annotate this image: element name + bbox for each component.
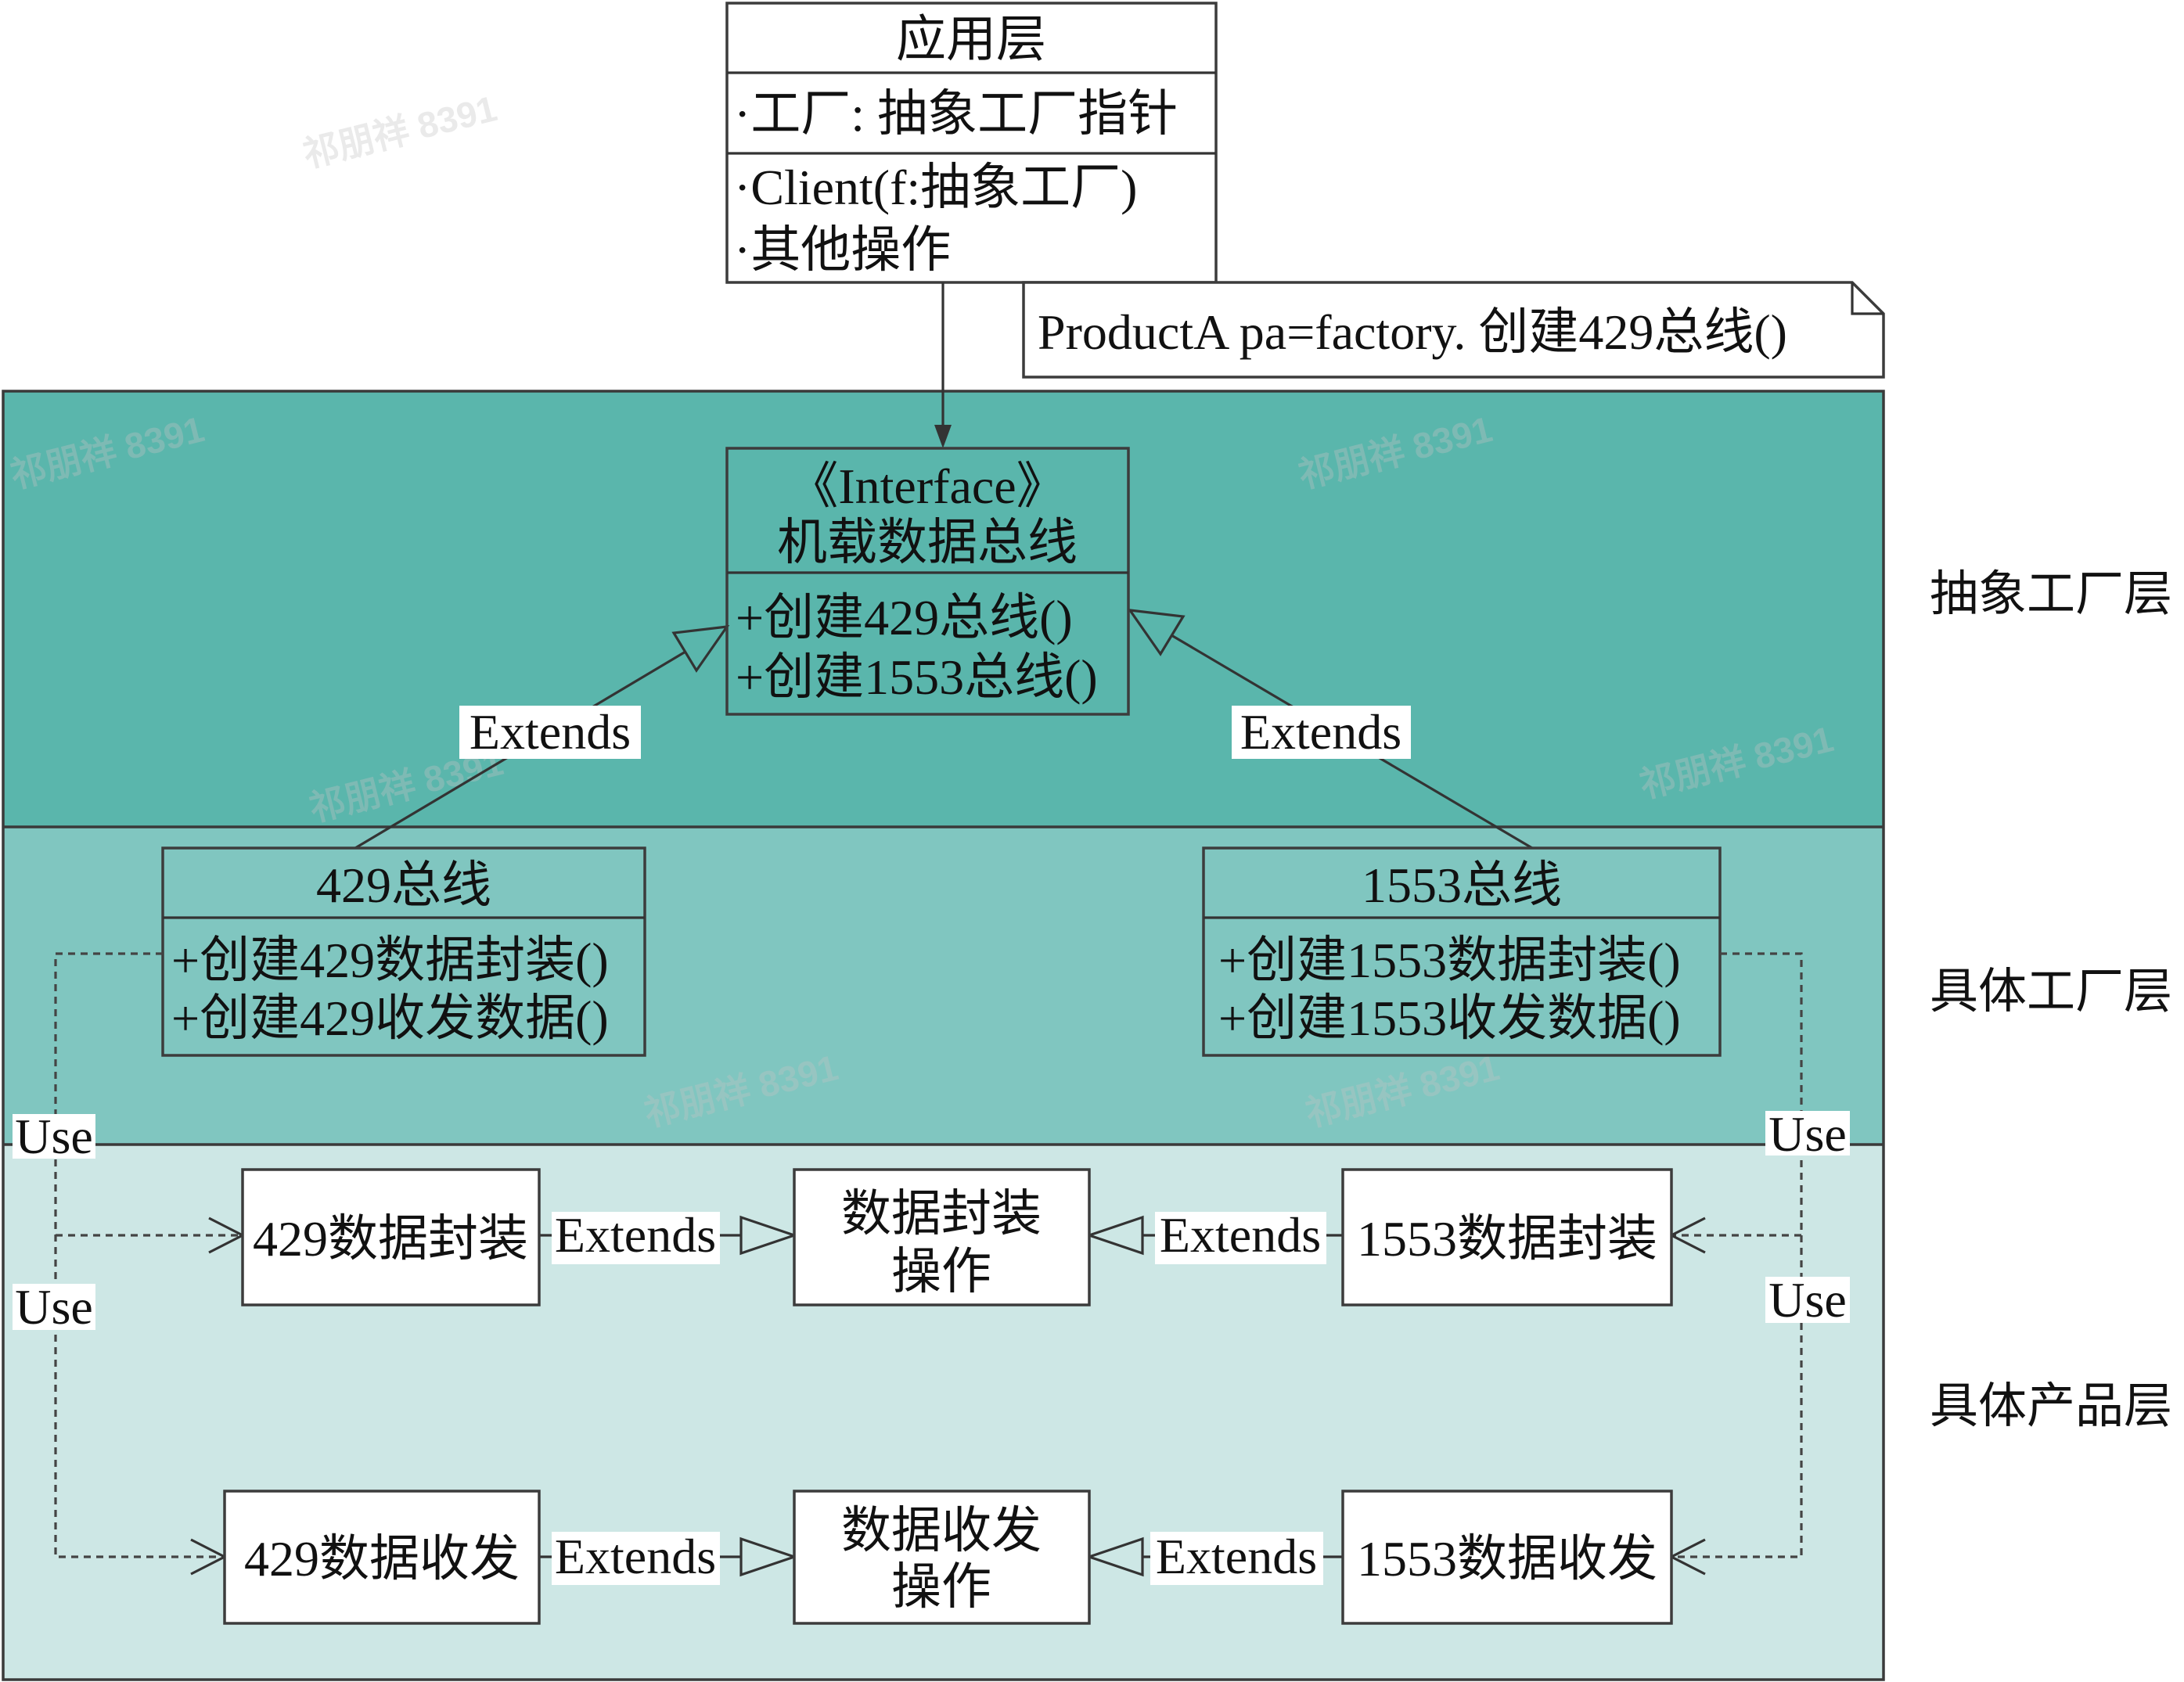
edge-label-extends: Extends — [1160, 1207, 1321, 1263]
layer-labels: 抽象工厂层 具体工厂层 具体产品层 — [1930, 568, 2172, 1433]
edge-label-extends: Extends — [1156, 1529, 1317, 1584]
edge-label-background — [1232, 706, 1411, 759]
product-row-transceiving: 429数据收发 数据收发 操作 1553数据收发 — [223, 1490, 1673, 1625]
edge-label-background — [1155, 1212, 1326, 1264]
edge-label-extends: Extends — [555, 1207, 716, 1263]
product-name: 1553数据收发 — [1357, 1531, 1657, 1587]
factory-box — [1202, 846, 1722, 1057]
hollow-triangle-icon — [671, 624, 730, 673]
abstract-factory-interface: 《Interface》 机载数据总线 +创建429总线() +创建1553总线(… — [725, 447, 1130, 716]
abstract-product-box — [793, 1168, 1091, 1306]
factory-box — [161, 846, 646, 1057]
note-box — [1022, 281, 1885, 379]
class-operation: +创建429收发数据() — [171, 990, 609, 1046]
dependency-arrow — [934, 282, 952, 448]
edge-label-use: Use — [1768, 1272, 1847, 1328]
edge-label-use: Use — [1768, 1106, 1847, 1162]
edge-label-use: Use — [15, 1109, 93, 1164]
concrete-factory-429: 429总线 +创建429数据封装() +创建429收发数据() — [161, 846, 646, 1057]
class-operation: +创建1553收发数据() — [1218, 990, 1681, 1046]
use-line-right — [1671, 952, 1803, 1558]
abstract-factory-layer-band — [3, 391, 1884, 827]
product-box-429 — [223, 1490, 541, 1625]
class-operation: ·其他操作 — [734, 222, 951, 278]
application-layer-class: 应用层 ·工厂: 抽象工厂指针 ·Client(f:抽象工厂) ·其他操作 — [725, 2, 1218, 284]
abstract-product-name: 操作 — [891, 1559, 991, 1615]
product-box-1553 — [1341, 1168, 1673, 1306]
watermark-text: 祁朋祥 8391 — [299, 88, 501, 175]
abstract-product-name: 操作 — [891, 1244, 991, 1299]
edge-labels: Extends Extends Extends Extends Extends … — [13, 704, 1850, 1585]
class-operation: ·Client(f:抽象工厂) — [734, 160, 1137, 215]
abstract-product-name: 数据收发 — [841, 1503, 1042, 1558]
edge-label-background — [552, 1532, 720, 1585]
layer-label-concrete-product: 具体产品层 — [1930, 1380, 2172, 1433]
application-layer-box — [725, 2, 1218, 284]
edge-label-background — [1765, 1277, 1850, 1323]
class-operation: +创建429数据封装() — [171, 933, 609, 988]
use-line-left — [54, 952, 225, 1558]
product-name: 429数据封装 — [253, 1211, 528, 1267]
interface-stereotype: 《Interface》 — [788, 458, 1066, 514]
hollow-triangle-icon — [1127, 608, 1186, 656]
edge-label-extends: Extends — [470, 704, 631, 760]
interface-box — [725, 447, 1130, 716]
hollow-triangle-icon — [1085, 1215, 1144, 1256]
product-row-encapsulation: 429数据封装 数据封装 操作 1553数据封装 — [241, 1168, 1673, 1306]
edge-label-use: Use — [15, 1279, 93, 1335]
edge-label-background — [552, 1212, 720, 1264]
hollow-triangle-icon — [739, 1536, 798, 1577]
product-name: 429数据收发 — [244, 1531, 520, 1587]
concrete-factory-1553: 1553总线 +创建1553数据封装() +创建1553收发数据() — [1202, 846, 1722, 1057]
hollow-triangle-icon — [739, 1215, 798, 1256]
note-text: ProductA pa=factory. 创建429总线() — [1038, 304, 1787, 360]
class-attribute: ·工厂: 抽象工厂指针 — [734, 86, 1178, 142]
class-operation: +创建429总线() — [736, 590, 1073, 645]
product-box-429 — [241, 1168, 541, 1306]
interface-name: 机载数据总线 — [777, 515, 1078, 570]
product-name: 1553数据封装 — [1357, 1211, 1657, 1267]
edge-label-background — [13, 1114, 95, 1159]
class-title: 429总线 — [316, 857, 491, 913]
arrowhead-icon — [934, 425, 952, 448]
edge-label-background — [1765, 1111, 1850, 1155]
abstract-product-name: 数据封装 — [841, 1186, 1042, 1242]
abstract-product-box — [793, 1490, 1091, 1625]
layer-label-concrete-factory: 具体工厂层 — [1930, 965, 2172, 1019]
edge-label-extends: Extends — [1240, 704, 1401, 760]
layer-label-abstract-factory: 抽象工厂层 — [1930, 568, 2172, 621]
product-box-1553 — [1341, 1490, 1673, 1625]
class-title: 应用层 — [896, 12, 1046, 67]
hollow-triangle-icon — [1085, 1536, 1144, 1577]
class-operation: +创建1553总线() — [736, 649, 1098, 705]
class-operation: +创建1553数据封装() — [1218, 933, 1681, 988]
class-title: 1553总线 — [1362, 857, 1562, 913]
edge-label-background — [1150, 1532, 1323, 1585]
note-dog-ear — [1851, 282, 1884, 315]
concrete-factory-layer-band — [3, 827, 1884, 1145]
edge-label-background — [459, 706, 641, 759]
note: ProductA pa=factory. 创建429总线() — [1022, 281, 1885, 379]
edge-label-background — [13, 1284, 95, 1330]
edge-label-extends: Extends — [555, 1529, 716, 1584]
